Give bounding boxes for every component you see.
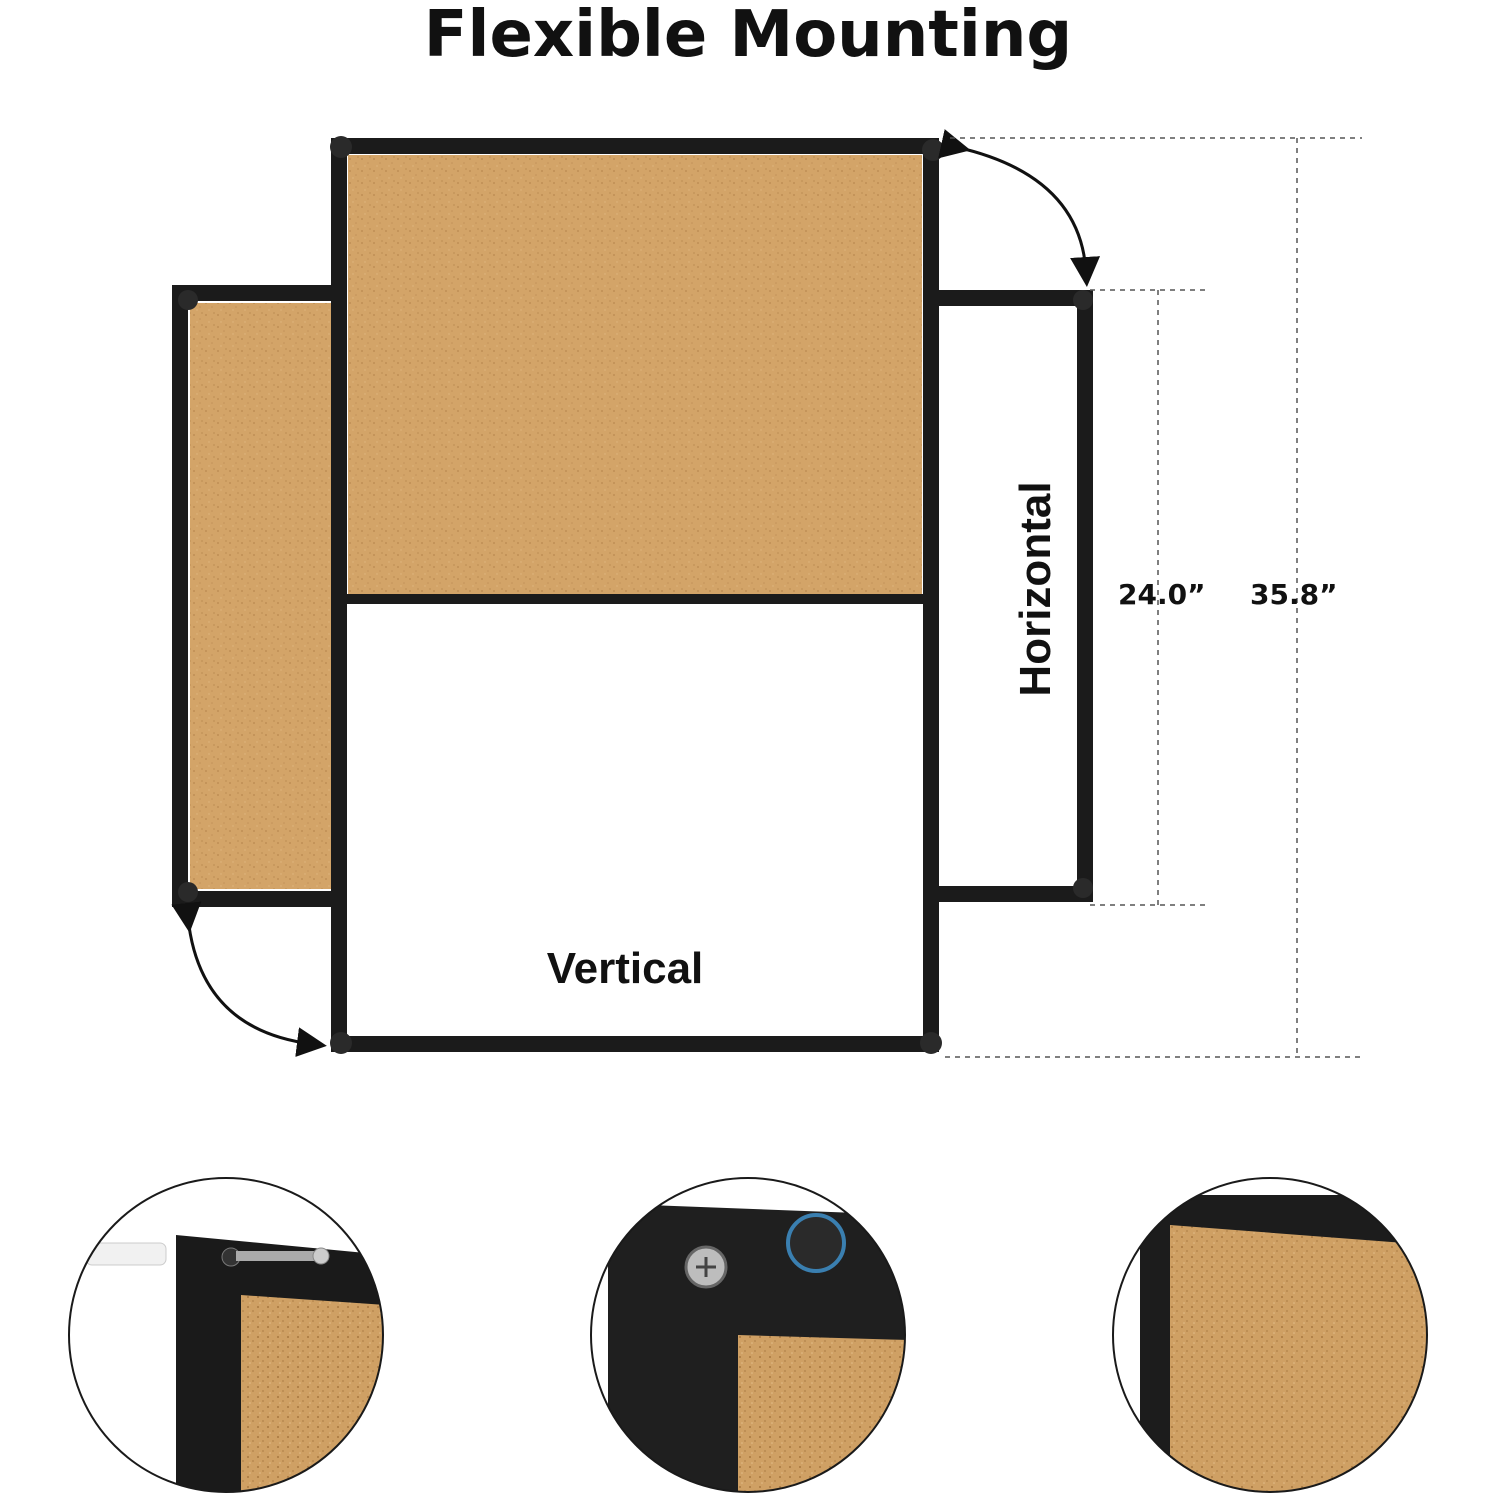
horizontal-label: Horizontal [1011, 481, 1060, 697]
right-board-horizontal [917, 290, 1093, 902]
rotate-arrow-bottom-icon [171, 901, 327, 1058]
vertical-label: Vertical [546, 944, 704, 993]
wall-anchor-screw-icon [68, 1177, 384, 1493]
corner-screw-bracket-icon [590, 1177, 906, 1493]
main-board-vertical [330, 136, 944, 1054]
outer-height-dimension: 35.8” [1250, 578, 1338, 611]
rotate-arrow-top-icon [938, 129, 1101, 287]
cork-corner-closeup-icon [1112, 1177, 1428, 1493]
page-title: Flexible Mounting [423, 0, 1073, 72]
mounting-diagram [171, 129, 1362, 1058]
dimension-guides [945, 137, 1362, 1058]
left-board-horizontal [172, 285, 348, 907]
inner-height-dimension: 24.0” [1118, 578, 1206, 611]
